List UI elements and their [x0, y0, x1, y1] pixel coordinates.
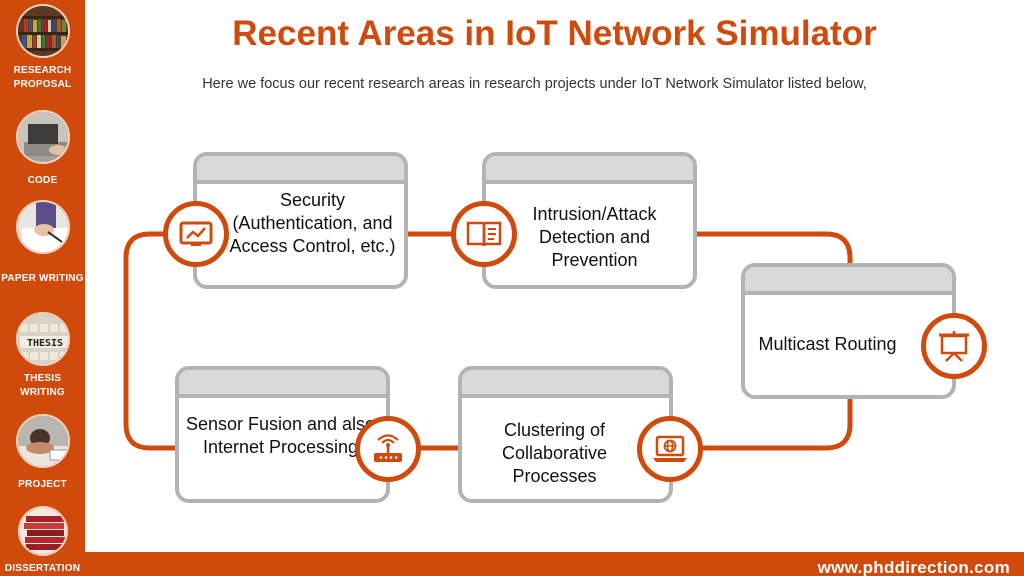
card-header — [179, 370, 386, 398]
monitor-chart-icon — [163, 201, 229, 267]
thesis-letters-photo-icon: THESIS — [15, 312, 70, 366]
connector-multicast-clustering — [700, 396, 853, 451]
sidebar-item-project[interactable]: PROJECT — [0, 414, 85, 492]
sidebar-item-thesis-writing[interactable]: THESIS THESIS WRITING — [0, 312, 85, 400]
footer-bar: www.phddirection.com — [85, 552, 1024, 576]
connector-left-loop — [123, 231, 180, 451]
open-book-icon — [451, 201, 517, 267]
wifi-router-icon — [355, 416, 421, 482]
card-header — [462, 370, 669, 398]
card-header — [745, 267, 952, 295]
laptop-photo-icon — [15, 110, 70, 164]
bookshelf-photo-icon — [15, 4, 70, 58]
sidebar-item-label: CODE — [27, 175, 58, 186]
sidebar-item-label: PAPER WRITING — [1, 273, 84, 284]
website-link[interactable]: www.phddirection.com — [817, 558, 1010, 576]
sidebar-item-code[interactable]: CODE — [0, 110, 85, 188]
sidebar-item-dissertation[interactable]: DISSERTATION — [0, 506, 85, 576]
sidebar: RESEARCH PROPOSAL CODE PAPER WRITING — [0, 0, 85, 576]
area-card-security: Security (Authentication, and Access Con… — [193, 152, 408, 289]
sidebar-item-paper-writing[interactable]: PAPER WRITING — [0, 200, 85, 286]
area-card-multicast: Multicast Routing — [741, 263, 956, 399]
card-text: Sensor Fusion and also Internet Processi… — [185, 414, 376, 457]
card-text: Security (Authentication, and Access Con… — [229, 190, 396, 256]
presentation-board-icon — [921, 313, 987, 379]
card-text: Multicast Routing — [758, 334, 897, 354]
page-subtitle: Here we focus our recent research areas … — [202, 76, 867, 92]
page-title: Recent Areas in IoT Network Simulator — [232, 14, 877, 53]
connector-intrusion-multicast — [696, 231, 853, 268]
area-card-clustering: Clustering of Collaborative Processes — [458, 366, 673, 503]
sidebar-item-label: THESIS WRITING — [20, 373, 65, 398]
student-desk-photo-icon — [15, 414, 70, 468]
book-stack-photo-icon — [17, 506, 68, 556]
sidebar-item-label: RESEARCH PROPOSAL — [13, 65, 72, 90]
svg-text:THESIS: THESIS — [26, 338, 62, 349]
laptop-globe-icon — [637, 416, 703, 482]
writing-hand-photo-icon — [15, 200, 70, 254]
card-text: Intrusion/Attack Detection and Preventio… — [532, 204, 657, 270]
card-header — [486, 156, 693, 184]
card-text: Clustering of Collaborative Processes — [501, 420, 608, 486]
sidebar-item-label: DISSERTATION — [4, 563, 81, 574]
area-card-intrusion: Intrusion/Attack Detection and Preventio… — [482, 152, 697, 289]
sidebar-item-label: PROJECT — [18, 479, 67, 490]
card-header — [197, 156, 404, 184]
sidebar-item-research-proposal[interactable]: RESEARCH PROPOSAL — [0, 4, 85, 92]
